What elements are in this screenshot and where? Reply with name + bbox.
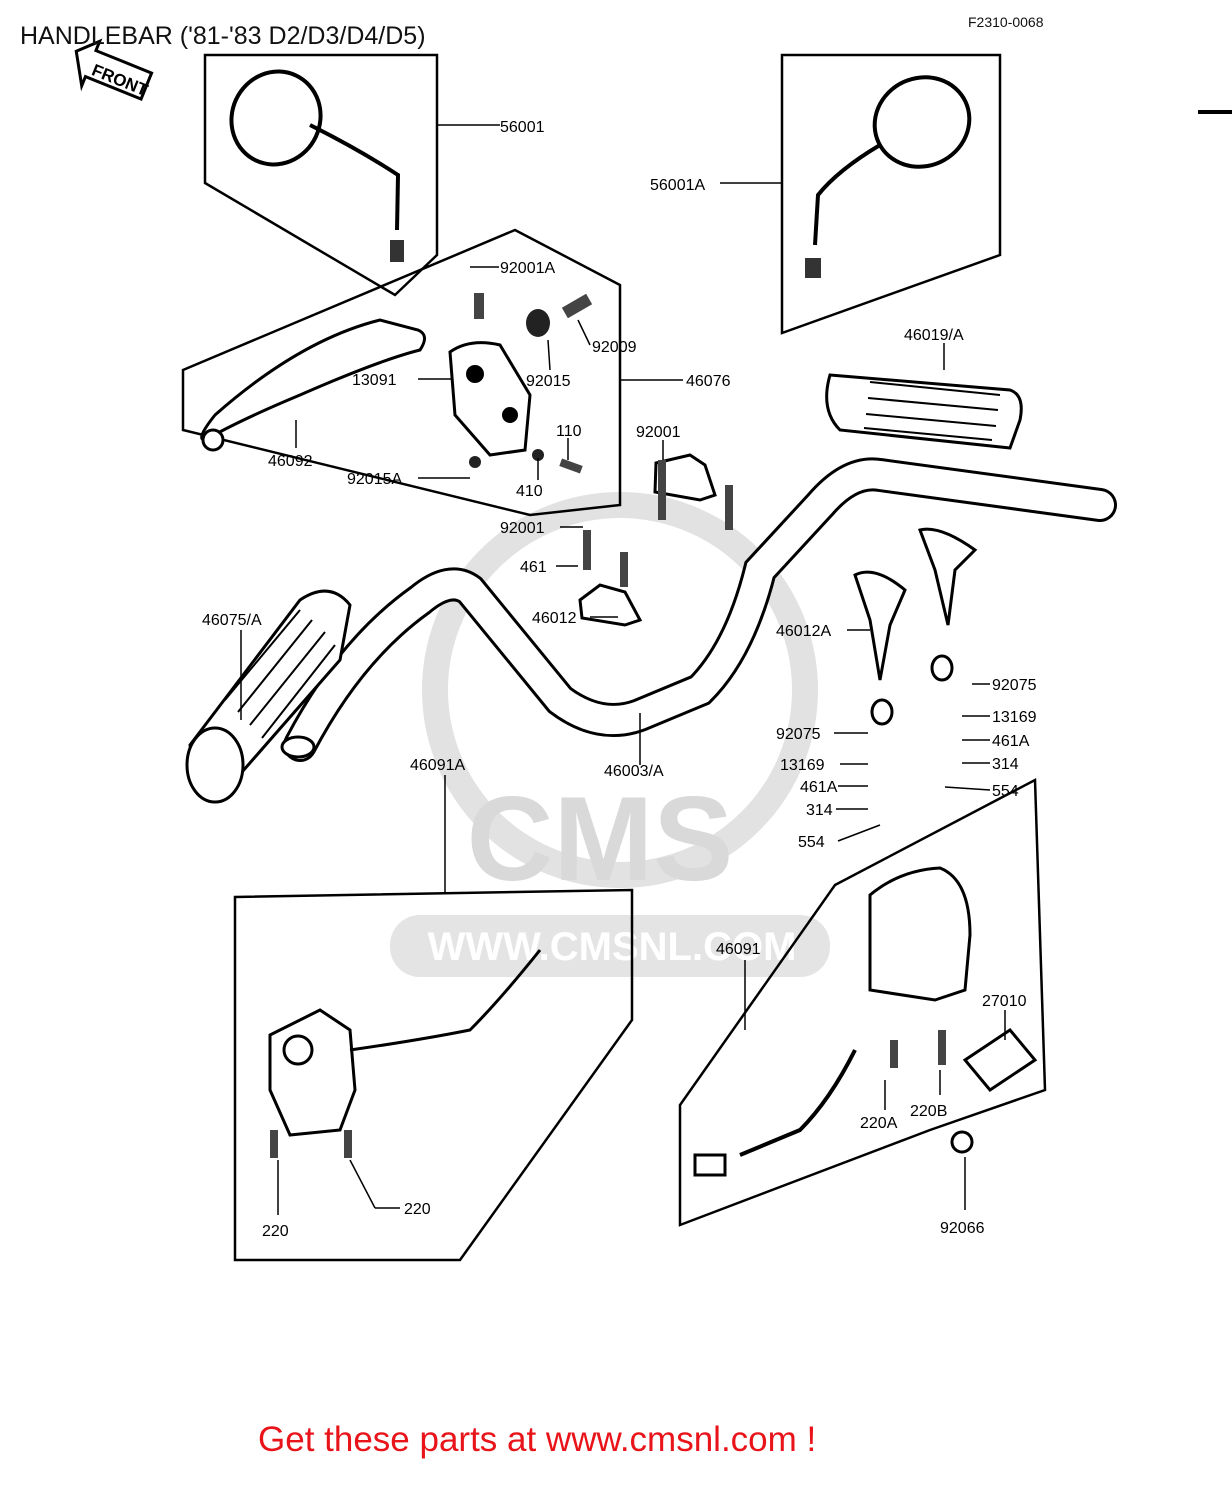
label-220a: 220A bbox=[860, 1115, 898, 1132]
label-554-left: 554 bbox=[798, 834, 825, 851]
label-461a-left: 461A bbox=[800, 779, 838, 796]
label-410: 410 bbox=[516, 483, 543, 500]
handlebar-clamps bbox=[578, 453, 978, 726]
label-56001: 56001 bbox=[500, 119, 545, 136]
label-92001a: 92001A bbox=[500, 260, 555, 277]
label-92075-left: 92075 bbox=[776, 726, 821, 743]
label-46012: 46012 bbox=[532, 610, 577, 627]
label-461a-right: 461A bbox=[992, 733, 1030, 750]
label-92066: 92066 bbox=[940, 1220, 985, 1237]
leader-lines bbox=[240, 266, 1006, 1215]
page-title: HANDLEBAR ('81-'83 D2/D3/D4/D5) bbox=[20, 22, 426, 50]
clutch-lever-group bbox=[181, 228, 683, 517]
left-mirror-group bbox=[203, 53, 500, 297]
label-554-right: 554 bbox=[992, 783, 1019, 800]
label-92015: 92015 bbox=[526, 373, 571, 390]
label-13169-right: 13169 bbox=[992, 709, 1037, 726]
cta-link[interactable]: Get these parts at www.cmsnl.com ! bbox=[258, 1420, 817, 1459]
label-92001-top: 92001 bbox=[636, 424, 681, 441]
label-46091: 46091 bbox=[716, 941, 761, 958]
label-46091a: 46091A bbox=[410, 757, 465, 774]
label-92075-right: 92075 bbox=[992, 677, 1037, 694]
label-220-left: 220 bbox=[262, 1223, 289, 1240]
label-27010: 27010 bbox=[982, 993, 1027, 1010]
label-110: 110 bbox=[556, 423, 582, 440]
right-grip bbox=[825, 373, 1023, 450]
left-grip bbox=[185, 589, 352, 804]
label-461: 461 bbox=[520, 559, 547, 576]
label-46019a: 46019/A bbox=[904, 327, 964, 344]
label-46003a: 46003/A bbox=[604, 763, 664, 780]
label-46012a: 46012A bbox=[776, 623, 831, 640]
label-56001a: 56001A bbox=[650, 177, 705, 194]
left-switch-group bbox=[233, 888, 634, 1262]
label-92001-left: 92001 bbox=[500, 520, 545, 537]
label-46075a: 46075/A bbox=[202, 612, 262, 629]
diagram-code: F2310-0068 bbox=[968, 14, 1044, 30]
right-switch-group bbox=[678, 777, 1047, 1227]
label-13091: 13091 bbox=[352, 372, 397, 389]
watermark-brand: CMS bbox=[467, 772, 734, 906]
watermark-url: WWW.CMSNL.COM bbox=[428, 925, 797, 969]
label-220-right: 220 bbox=[404, 1201, 431, 1218]
part-labels: 56001 56001A 92001A 92009 92015 46076 13… bbox=[202, 119, 1037, 1240]
label-314-left: 314 bbox=[806, 802, 833, 819]
label-92015a: 92015A bbox=[347, 471, 402, 488]
label-13169-left: 13169 bbox=[780, 757, 825, 774]
label-92009: 92009 bbox=[592, 339, 637, 356]
right-mirror-group bbox=[720, 53, 1002, 335]
label-46076: 46076 bbox=[686, 373, 731, 390]
label-46092: 46092 bbox=[268, 453, 313, 470]
handlebar bbox=[280, 457, 1117, 762]
label-220b: 220B bbox=[910, 1103, 947, 1120]
label-314-right: 314 bbox=[992, 756, 1019, 773]
